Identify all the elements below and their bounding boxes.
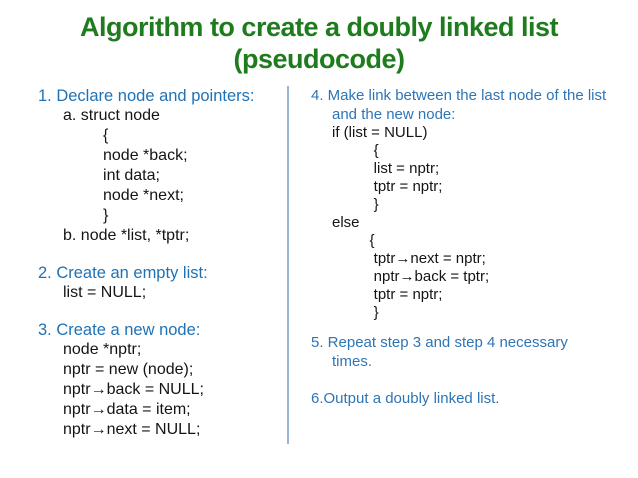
step-2-code: list = NULL; (63, 284, 147, 301)
step-4-heading: 4. Make link between the last node of th… (311, 87, 607, 123)
step-4-code: if (list = NULL) { list = nptr; tptr = n… (332, 124, 490, 321)
step-2: 2. Create an empty list: list = NULL; (38, 263, 287, 303)
two-column-body: 1. Declare node and pointers: a. struct … (0, 86, 638, 457)
step-4: 4. Make link between the last node of th… (311, 86, 607, 322)
step-5: 5. Repeat step 3 and step 4 necessary ti… (311, 333, 607, 371)
step-6-heading: 6.Output a doubly linked list. (311, 390, 500, 407)
step-5-heading: 5. Repeat step 3 and step 4 necessary ti… (311, 334, 568, 370)
slide-title-line-2: (pseudocode) (233, 44, 405, 74)
right-column: 4. Make link between the last node of th… (289, 86, 607, 408)
left-column: 1. Declare node and pointers: a. struct … (0, 86, 287, 457)
step-6: 6.Output a doubly linked list. (311, 389, 607, 408)
step-2-heading: 2. Create an empty list: (38, 264, 208, 282)
step-1: 1. Declare node and pointers: a. struct … (38, 86, 287, 246)
step-3-heading: 3. Create a new node: (38, 321, 201, 339)
step-1-heading: 1. Declare node and pointers: (38, 87, 255, 105)
step-3: 3. Create a new node: node *nptr; nptr =… (38, 320, 287, 440)
column-divider (287, 86, 289, 444)
step-3-code: node *nptr; nptr = new (node); nptr→back… (63, 341, 204, 438)
slide-title: Algorithm to create a doubly linked list… (0, 0, 638, 75)
step-1-code: a. struct node { node *back; int data; n… (63, 107, 190, 244)
slide-title-line-1: Algorithm to create a doubly linked list (79, 12, 559, 42)
